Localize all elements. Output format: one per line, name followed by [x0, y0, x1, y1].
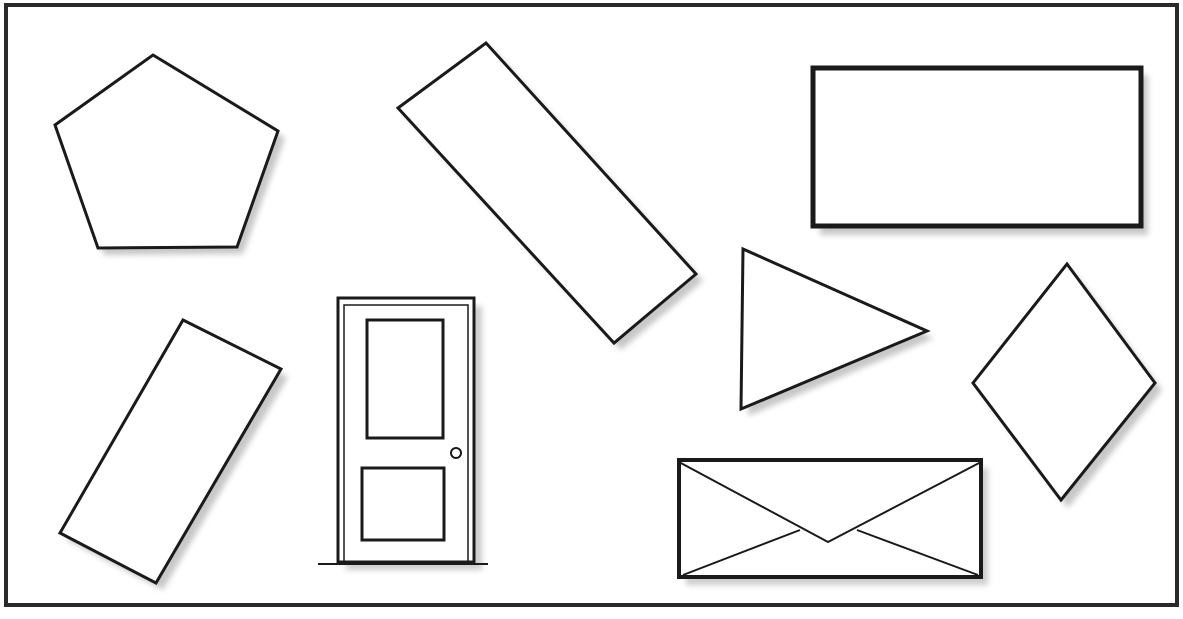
door-lower-panel — [362, 468, 444, 540]
door-shape — [318, 298, 488, 570]
envelope-shape — [679, 460, 988, 585]
triangle-shape — [741, 249, 934, 416]
pentagon-shape — [55, 55, 285, 255]
rhombus-shape — [973, 264, 1162, 508]
door-upper-panel — [367, 320, 443, 438]
rectangle-top-right — [813, 68, 1148, 235]
tilted-rectangle-bottom-left — [60, 320, 288, 590]
door-knob — [451, 448, 461, 458]
